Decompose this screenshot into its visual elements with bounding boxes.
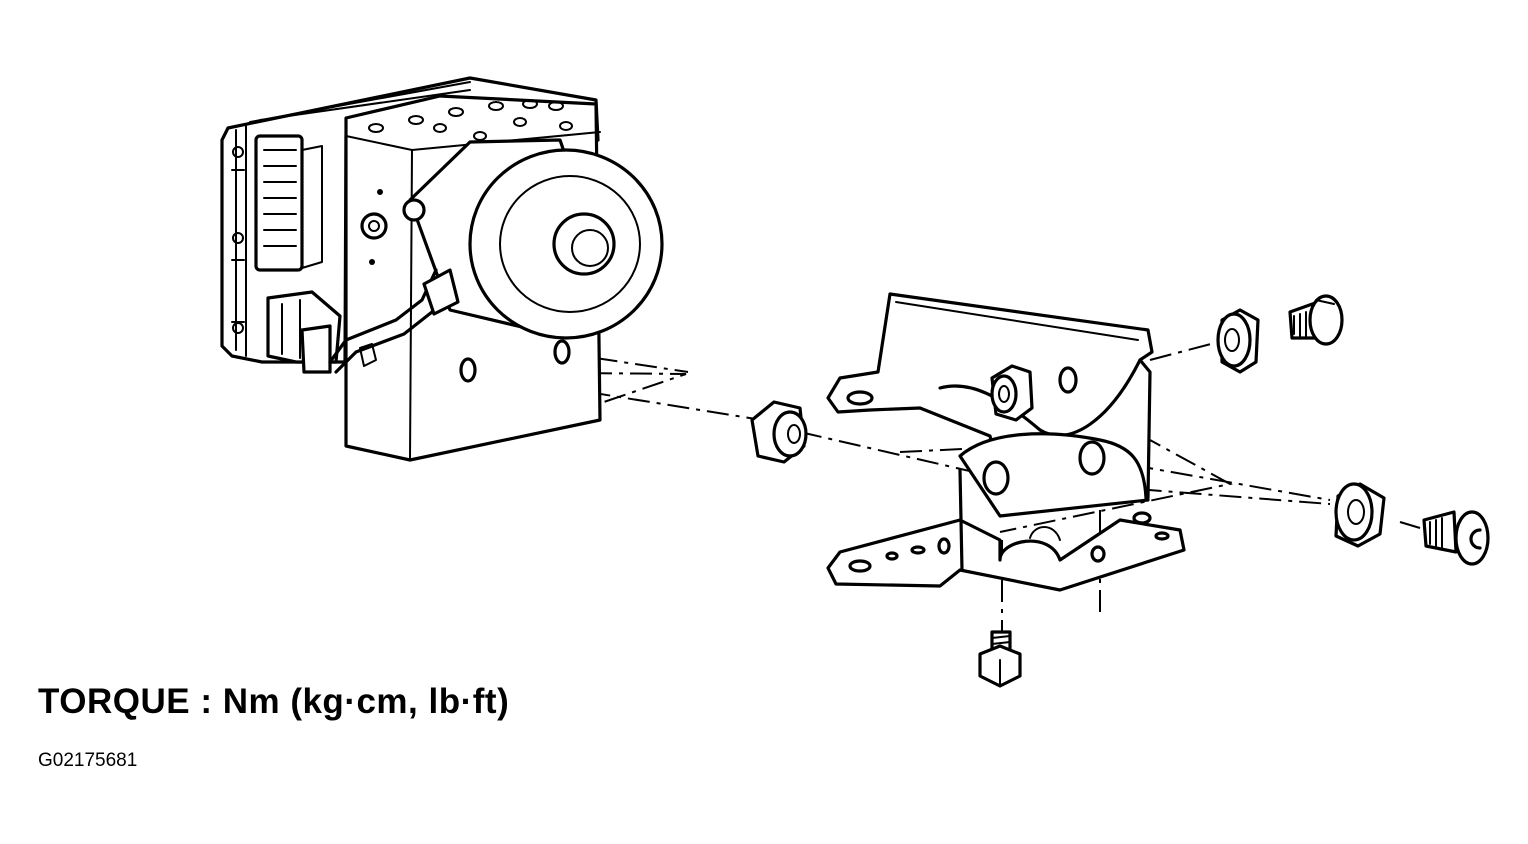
upper-bolt bbox=[1288, 294, 1344, 346]
bracket-grommet bbox=[990, 364, 1034, 422]
mounting-bracket bbox=[826, 292, 1186, 592]
abs-hydraulic-unit bbox=[220, 76, 664, 462]
rubber-grommet bbox=[750, 400, 808, 464]
upper-washer bbox=[1216, 308, 1260, 374]
lower-bolt bbox=[1422, 510, 1490, 566]
torque-heading: TORQUE : Nm (kg·cm, lb·ft) bbox=[38, 682, 510, 721]
lower-washer bbox=[1334, 482, 1386, 548]
bottom-bolt bbox=[978, 630, 1022, 688]
figure-id: G02175681 bbox=[38, 750, 138, 771]
